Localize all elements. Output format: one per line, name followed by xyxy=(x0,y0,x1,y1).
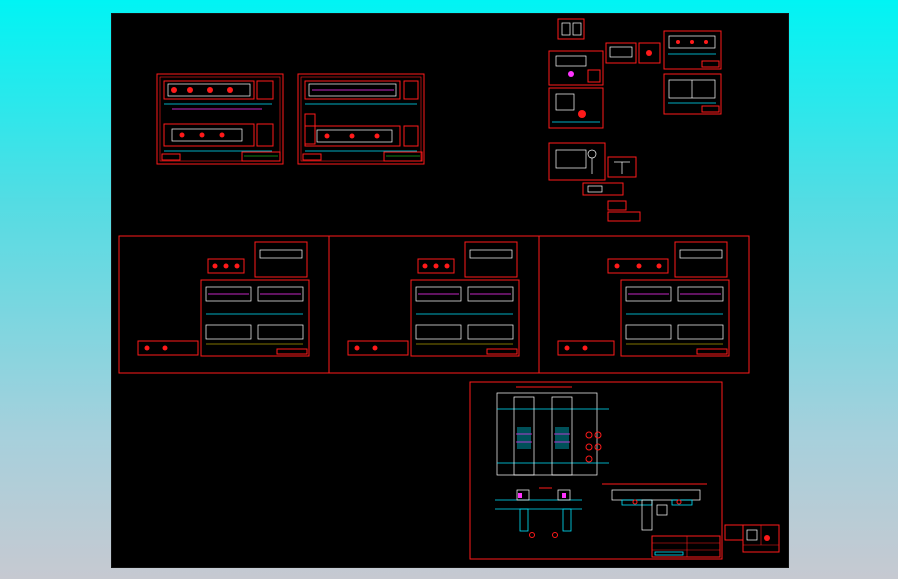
sheet-top-left-2[interactable] xyxy=(297,73,425,165)
cad-model-space xyxy=(118,18,780,560)
sheet-middle-2[interactable] xyxy=(328,235,540,374)
sheet-middle-3[interactable] xyxy=(538,235,750,374)
sheet-title-inset[interactable] xyxy=(724,524,780,553)
cad-drawing-canvas[interactable] xyxy=(111,13,789,568)
sheet-assembly[interactable] xyxy=(469,381,723,560)
sheet-cluster-top-right[interactable] xyxy=(548,18,722,222)
sheet-middle-1[interactable] xyxy=(118,235,330,374)
sheet-top-left-1[interactable] xyxy=(156,73,284,165)
